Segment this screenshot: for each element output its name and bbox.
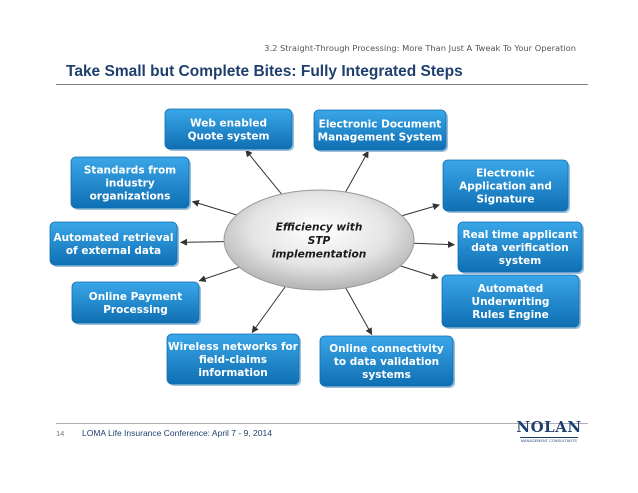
box-label-line: organizations [90,191,171,203]
box-label-line: Electronic Document [319,118,442,130]
box-label-line: Quote system [188,131,270,143]
footer-conference: LOMA Life Insurance Conference: April 7 … [82,428,272,438]
center-label-line: STP [308,235,331,247]
arrow-underwriting [400,265,439,280]
box-background [164,108,293,150]
arrow-standards [191,200,237,216]
box-label-line: field-claims [199,354,267,366]
box-label-line: Management System [318,132,443,144]
slide-title: Take Small but Complete Bites: Fully Int… [66,63,463,80]
box-label-line: Online Payment [89,291,182,303]
center-ellipse [223,189,415,291]
arrow-web-quote [245,149,282,195]
box-label-line: Web enabled [190,117,267,129]
box-label-line: Electronic [476,167,535,179]
box-label-line: Online connectivity [329,343,444,355]
arrow-automated-retrieval [180,238,225,246]
box-label-line: to data validation [334,356,439,368]
box-label-line: Wireless networks for [168,341,299,353]
box-background [319,335,454,387]
arrow-online-connectivity [345,287,373,336]
title-divider [56,84,588,85]
box-label-line: Underwriting [472,296,550,308]
box-label-line: Processing [103,304,168,316]
box-background [70,156,190,209]
box-label-line: of external data [66,245,161,257]
box-background [441,274,580,328]
logo-tagline: MANAGEMENT CONSULTANTS [520,437,578,443]
box-background [313,109,447,151]
box-label-line: Signature [476,194,534,206]
box-label-line: systems [362,369,411,381]
box-background [457,221,583,273]
box-label-line: Automated retrieval [54,232,174,244]
arrow-online-payment [198,266,240,283]
box-label-line: information [198,367,267,379]
center-label-line: Efficiency with [276,222,363,234]
arrow-edm [345,150,369,193]
arrow-e-application [401,203,440,217]
box-label-line: data verification [471,242,569,254]
center-label-line: implementation [272,249,367,261]
box-label-line: Automated [478,283,544,295]
footer-divider [56,423,588,424]
box-label-line: Rules Engine [472,309,549,321]
nolan-logo: NOLAN MANAGEMENT CONSULTANTS [514,418,584,446]
box-label-line: industry [105,178,155,190]
box-label-line: Standards from [84,164,176,176]
arrow-wireless [251,286,286,334]
arrow-realtime-verification [413,240,455,248]
section-header: 3.2 Straight-Through Processing: More Th… [264,43,576,53]
box-label-line: system [499,255,541,267]
box-label-line: Application and [459,181,552,193]
box-background [49,221,178,266]
logo-wordmark: NOLAN [516,418,582,436]
box-background [442,159,569,212]
box-background [71,281,200,324]
arrows [180,149,455,336]
box-background [166,333,300,385]
page-number: 14 [56,429,65,438]
box-label-line: Real time applicant [462,229,577,241]
